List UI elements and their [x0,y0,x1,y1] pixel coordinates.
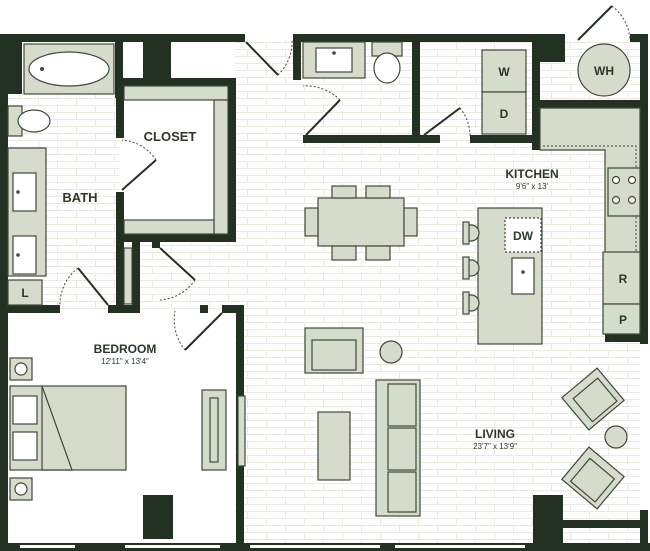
washer [481,49,527,93]
room-name-living: LIVING [475,427,515,441]
doors [59,5,631,351]
room-labels: CLOSET BATH KITCHEN 9'6" x 13' BEDROOM 1… [21,64,627,451]
room-dims-living: 23'7" x 13'9" [473,442,517,451]
room-dims-kitchen: 9'6" x 13' [516,182,549,191]
washer-label: W [498,65,510,79]
room-name-kitchen: KITCHEN [505,167,558,181]
walls [0,34,650,551]
refrigerator-label: R [619,272,628,286]
linen-label: L [21,286,28,300]
dishwasher-label: DW [513,229,534,243]
room-name-bath: BATH [62,190,97,205]
water-heater [577,43,631,97]
toilet-2 [373,52,401,84]
bath-fixtures [7,43,115,306]
dryer [481,91,527,135]
room-dims-bedroom: 12'11" x 13'4" [101,357,149,366]
cooktop [607,167,641,217]
refrigerator [602,251,641,305]
coffee-table [317,411,351,481]
kitchen-counters [462,107,641,345]
closet-shelves [123,85,229,305]
tv [237,395,246,467]
room-name-closet: CLOSET [144,129,197,144]
dishwasher [504,217,542,253]
toilet [17,109,51,133]
dining-table [317,197,405,247]
dryer-label: D [500,107,509,121]
living-furniture [304,327,628,517]
room-name-bedroom: BEDROOM [94,342,157,356]
pantry [602,303,641,335]
dining-set [304,185,418,261]
laundry [481,43,631,135]
bedroom-furniture [9,357,246,501]
water-heater-label: WH [594,64,614,78]
powder-fixtures [302,41,403,84]
pantry-label: P [619,313,627,327]
